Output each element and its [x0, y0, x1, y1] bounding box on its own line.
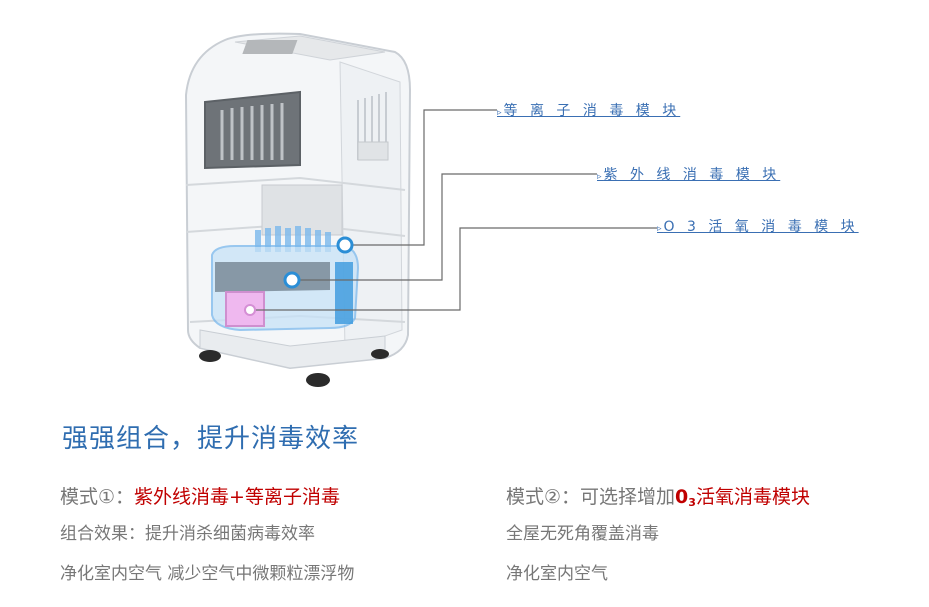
- callout-leader-lines: [250, 109, 657, 311]
- callout-ozone-module[interactable]: ▹O 3 活 氧 消 毒 模 块: [657, 216, 859, 236]
- o3-symbol: 0: [675, 486, 689, 508]
- callout-uv-module[interactable]: ▹紫 外 线 消 毒 模 块: [597, 164, 780, 184]
- plasma-marker: [336, 236, 354, 254]
- uv-marker: [283, 271, 301, 289]
- section-headline: 强强组合，提升消毒效率: [62, 424, 360, 454]
- callout-plasma-module[interactable]: ▹等 离 子 消 毒 模 块: [497, 100, 680, 120]
- mode-one-title: 模式①：紫外线消毒+等离子消毒: [60, 483, 354, 511]
- o3-subscript: 3: [688, 496, 696, 509]
- mode-two-column: 模式②：可选择增加03活氧消毒模块 全屋无死角覆盖消毒 净化室内空气: [506, 483, 810, 585]
- module-markers: [244, 236, 354, 316]
- mode-one-benefit: 净化室内空气 减少空气中微颗粒漂浮物: [60, 564, 355, 584]
- triangle-marker-icon: ▹: [597, 172, 604, 182]
- ozone-marker: [244, 304, 256, 316]
- product-illustration: [184, 32, 657, 387]
- mode-two-benefit: 净化室内空气: [506, 564, 608, 584]
- triangle-marker-icon: ▹: [497, 108, 504, 118]
- mode-two-prefix: 模式②：可选择增加: [506, 486, 676, 508]
- mode-one-column: 模式①：紫外线消毒+等离子消毒 组合效果：提升消杀细菌病毒效率 净化室内空气 减…: [60, 483, 354, 585]
- callout-label: 紫 外 线 消 毒 模 块: [603, 167, 781, 183]
- mode-two-title: 模式②：可选择增加03活氧消毒模块: [506, 483, 810, 511]
- mode-two-highlight: 活氧消毒模块: [695, 486, 810, 508]
- callout-label: O 3 活 氧 消 毒 模 块: [663, 219, 859, 235]
- triangle-marker-icon: ▹: [657, 224, 664, 234]
- mode-one-effect: 组合效果：提升消杀细菌病毒效率: [60, 524, 315, 544]
- mode-one-highlight: 紫外线消毒+等离子消毒: [134, 486, 340, 508]
- callout-label: 等 离 子 消 毒 模 块: [503, 103, 681, 119]
- mode-one-prefix: 模式①：: [60, 486, 135, 508]
- mode-two-effect: 全屋无死角覆盖消毒: [506, 524, 659, 544]
- air-purifier-unit: [184, 32, 412, 387]
